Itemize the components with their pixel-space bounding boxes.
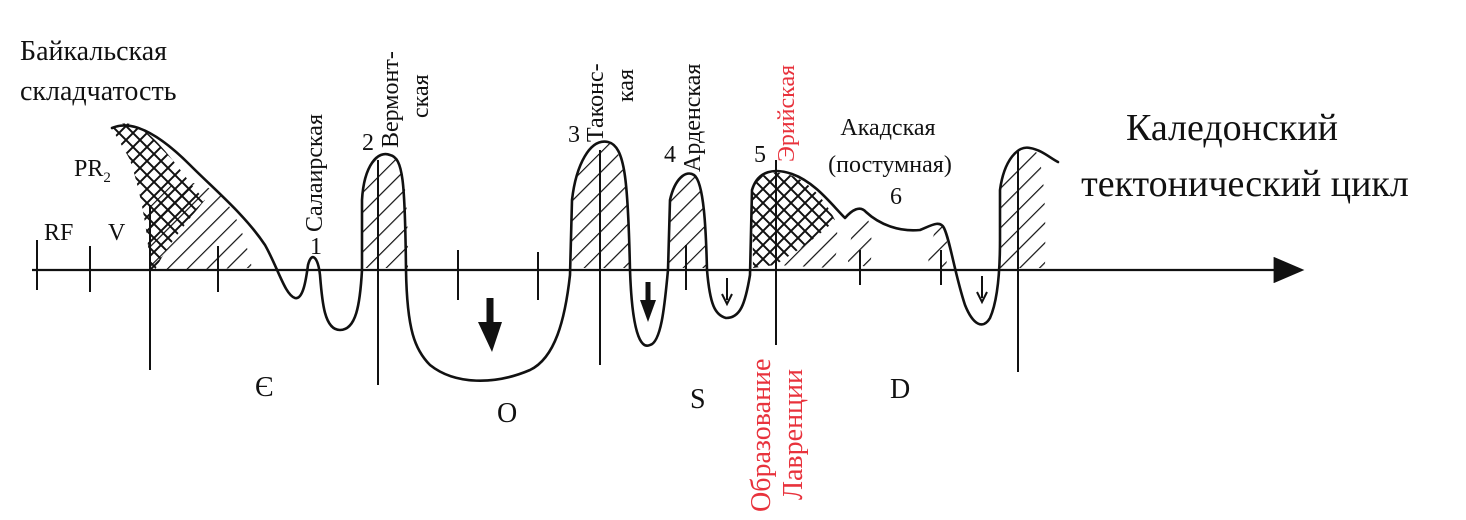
period-ordovician: O xyxy=(497,398,517,429)
phase-5-label: Эрийская xyxy=(774,65,800,162)
erie-crosshatch xyxy=(752,172,835,268)
hatched-regions xyxy=(112,123,1046,270)
pr2-label: PR2 xyxy=(74,156,111,186)
phase-2-label-b: ская xyxy=(408,74,434,118)
acad-hatch-2 xyxy=(928,224,948,268)
laurentia-line1: Образование xyxy=(746,359,777,512)
period-silurian: S xyxy=(690,384,706,415)
laurentia-line2: Лавренции xyxy=(778,369,809,500)
erie-hatch xyxy=(775,222,838,268)
phase-6-label-a: Акадская xyxy=(840,115,935,141)
arden-hatch xyxy=(668,174,706,268)
v-label: V xyxy=(108,220,126,246)
baikal-label-line2: складчатость xyxy=(20,76,176,107)
final-hatch xyxy=(1000,149,1046,268)
phase-4-label: Арденская xyxy=(680,64,706,172)
pr2-sub: 2 xyxy=(103,170,111,186)
axis-ticks xyxy=(36,150,1019,385)
period-devonian: D xyxy=(890,374,910,405)
tectonic-curve xyxy=(110,124,1060,382)
phase-5-num: 5 xyxy=(754,142,766,168)
phase-2-label-a: Вермонт- xyxy=(378,51,404,148)
phase-1-num: 1 xyxy=(310,234,322,260)
pr2-main: PR xyxy=(74,156,103,182)
arrow-ordovician-head xyxy=(478,322,502,352)
phase-2-num: 2 xyxy=(362,130,374,156)
subsidence-arrows xyxy=(478,276,988,352)
title-line2: тектонический цикл xyxy=(1081,163,1409,205)
rf-label: RF xyxy=(44,220,73,246)
phase-6-label-b: (постумная) xyxy=(828,152,952,178)
arrow-silurian-head xyxy=(640,300,656,322)
title-line1: Каледонский xyxy=(1126,107,1338,149)
phase-6-num: 6 xyxy=(890,184,902,210)
arrow-small-2-head xyxy=(976,291,988,305)
baikal-label-line1: Байкальская xyxy=(20,36,167,67)
period-cambrian: Є xyxy=(255,372,273,403)
arrow-small-1-head xyxy=(721,293,733,307)
phase-3-label-b: кая xyxy=(613,69,639,102)
baikal-hatch xyxy=(150,182,252,270)
phase-3-num: 3 xyxy=(568,122,580,148)
acad-hatch-1 xyxy=(848,214,872,268)
phase-3-label-a: Таконс- xyxy=(583,63,609,142)
phase-1-label: Салаирская xyxy=(302,114,328,232)
phase-4-num: 4 xyxy=(664,142,676,168)
vermont-hatch xyxy=(362,155,408,268)
